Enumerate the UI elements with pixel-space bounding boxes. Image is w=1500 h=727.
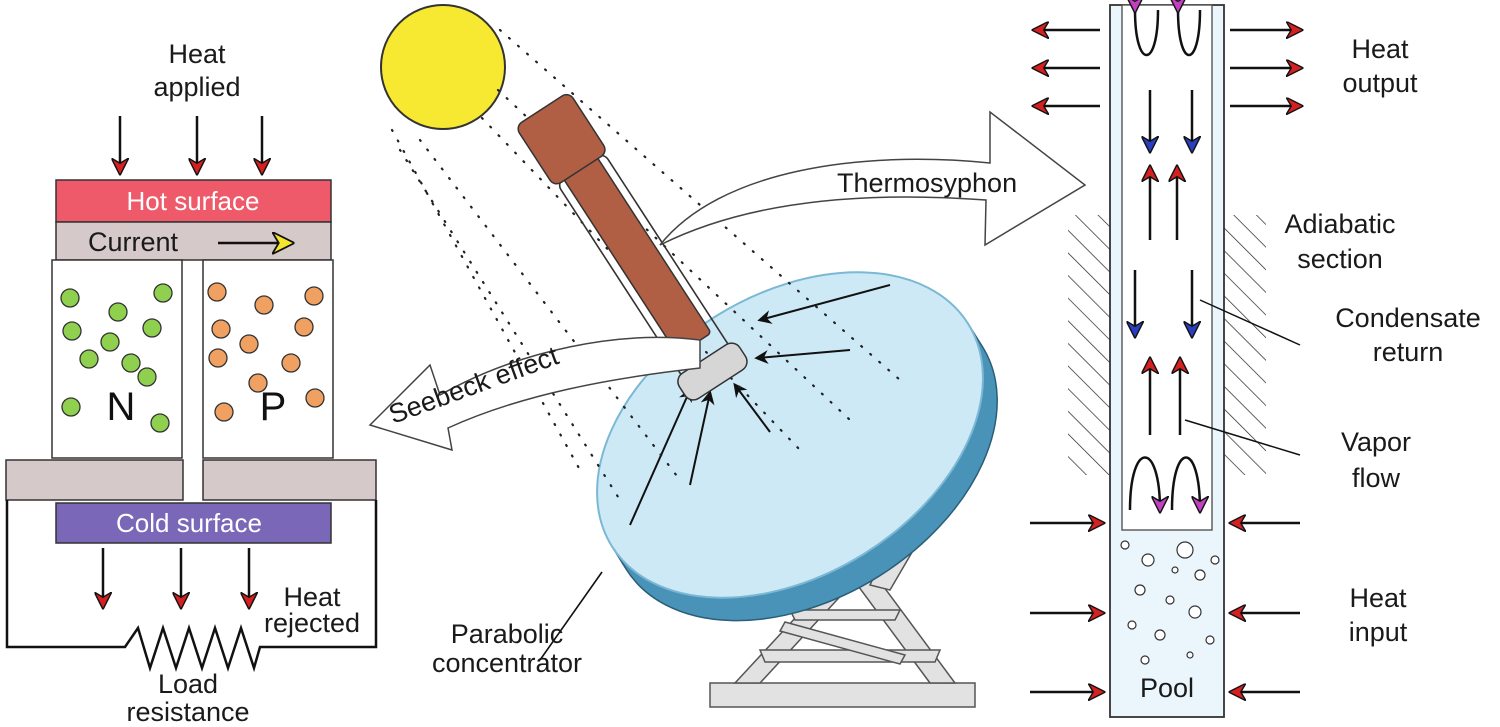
parabolic-label-2: concentrator [432, 648, 582, 678]
adiabatic-hatch-right [1224, 215, 1266, 475]
cold-surface-plate [55, 502, 332, 544]
adiabatic-label-2: section [1297, 244, 1383, 274]
heat-output-label-1: Heat [1351, 34, 1409, 64]
heat-output-label-2: output [1342, 68, 1418, 98]
parabolic-label-1: Parabolic [451, 619, 564, 649]
n-carriers [60, 283, 173, 433]
solar-concentrator: Thermosyphon Seebeck effect Parabolic co… [368, 4, 1087, 708]
pool-label: Pool [1140, 673, 1194, 703]
circulation-loops [1130, 10, 1200, 510]
heat-rejected-label-2: rejected [264, 608, 360, 638]
receiver-tube [517, 93, 748, 401]
heat-applied-label-1: Heat [168, 39, 226, 69]
heat-rejected-label-1: Heat [283, 582, 341, 612]
pipe-inner-vapor-core [1121, 4, 1213, 531]
hot-surface-label: Hot surface [127, 186, 260, 216]
pool-bubbles [1120, 540, 1220, 665]
p-cold-contact [202, 459, 377, 501]
n-type-label: N [107, 385, 136, 429]
heat-applied-label-2: applied [153, 72, 240, 102]
teg-module: Heat applied Hot surface Current N P C [5, 39, 378, 727]
vapor-leader-line [1184, 419, 1301, 456]
vapor-label-2: flow [1352, 463, 1401, 493]
parabolic-leader-line [539, 571, 603, 661]
heat-input-label-2: input [1349, 617, 1408, 647]
n-cold-contact [5, 459, 184, 501]
adiabatic-label-1: Adiabatic [1284, 209, 1395, 239]
load-resistance-label-2: resistance [126, 697, 249, 727]
heat-input-label-1: Heat [1349, 583, 1407, 613]
vapor-label-1: Vapor [1341, 427, 1411, 457]
cold-surface-label: Cold surface [116, 508, 262, 538]
condensate-label-2: return [1373, 337, 1444, 367]
tube-cap [517, 93, 606, 185]
heat-output-arrows [1035, 30, 1300, 106]
dish-stand [709, 519, 976, 708]
condensate-label-1: Condensate [1335, 303, 1481, 333]
heat-input-arrows [1030, 523, 1300, 692]
p-type-label: P [260, 385, 287, 429]
current-label: Current [88, 227, 179, 257]
sun-icon [380, 4, 506, 130]
load-resistance-label-1: Load [158, 669, 218, 699]
load-resistor-circuit [5, 500, 378, 673]
condensate-leader-line [1199, 299, 1301, 346]
reflected-rays [629, 284, 891, 526]
receiver-collar [677, 342, 748, 401]
vapor-condensate-arrows [1135, 90, 1192, 435]
seebeck-arrow [368, 336, 701, 452]
adiabatic-hatch-left [1068, 215, 1110, 475]
heat-pipe: Heat output Adiabatic section Condensate… [1030, 4, 1481, 718]
p-carriers [207, 282, 325, 422]
hot-surface-plate [55, 179, 332, 223]
thermosyphon-arrow [659, 110, 1087, 247]
thermosyphon-label: Thermosyphon [837, 168, 1017, 198]
